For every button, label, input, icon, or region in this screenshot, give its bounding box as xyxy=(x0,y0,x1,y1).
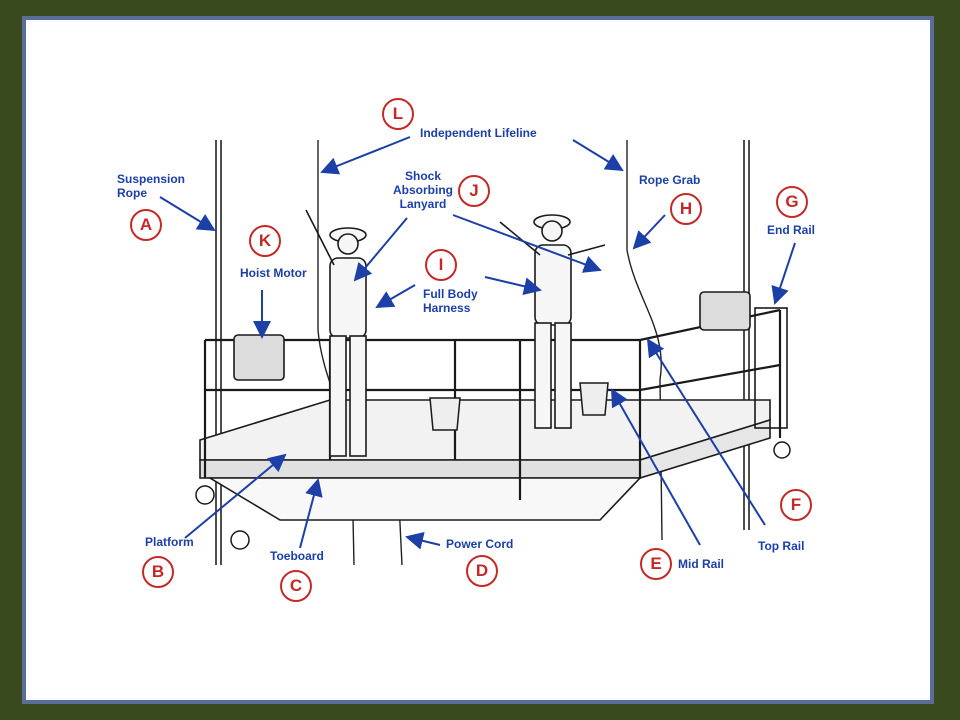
label-rope-grab: Rope Grab xyxy=(639,173,701,187)
letter-g: G xyxy=(776,186,808,218)
letter-f: F xyxy=(780,489,812,521)
letter-a: A xyxy=(130,209,162,241)
letter-k: K xyxy=(249,225,281,257)
letter-i: I xyxy=(425,249,457,281)
letter-l: L xyxy=(382,98,414,130)
suspension-ropes xyxy=(215,140,750,565)
casters xyxy=(195,441,791,550)
letter-c: C xyxy=(280,570,312,602)
letter-d: D xyxy=(466,555,498,587)
buckets xyxy=(429,382,609,431)
label-suspension-rope: Suspension Rope xyxy=(117,172,186,200)
letter-b: B xyxy=(142,556,174,588)
label-independent-lifeline: Independent Lifeline xyxy=(420,126,537,140)
label-hoist-motor: Hoist Motor xyxy=(240,266,307,280)
letter-h: H xyxy=(670,193,702,225)
slide-frame xyxy=(22,16,934,704)
label-end-rail: End Rail xyxy=(767,223,816,237)
letter-e: E xyxy=(640,548,672,580)
platform-deck xyxy=(199,399,771,521)
worker-right xyxy=(499,214,606,429)
label-top-rail: Top Rail xyxy=(758,539,805,553)
label-mid-rail: Mid Rail xyxy=(678,557,725,571)
label-power-cord: Power Cord xyxy=(446,537,514,551)
leader-arrows xyxy=(159,136,796,550)
label-platform: Platform xyxy=(145,535,194,549)
label-full-body-harness: Full Body Harness xyxy=(423,287,478,315)
label-shock-absorbing-lanyard: Shock Absorbing Lanyard xyxy=(393,169,453,211)
label-toeboard: Toeboard xyxy=(270,549,324,563)
letter-j: J xyxy=(458,175,490,207)
